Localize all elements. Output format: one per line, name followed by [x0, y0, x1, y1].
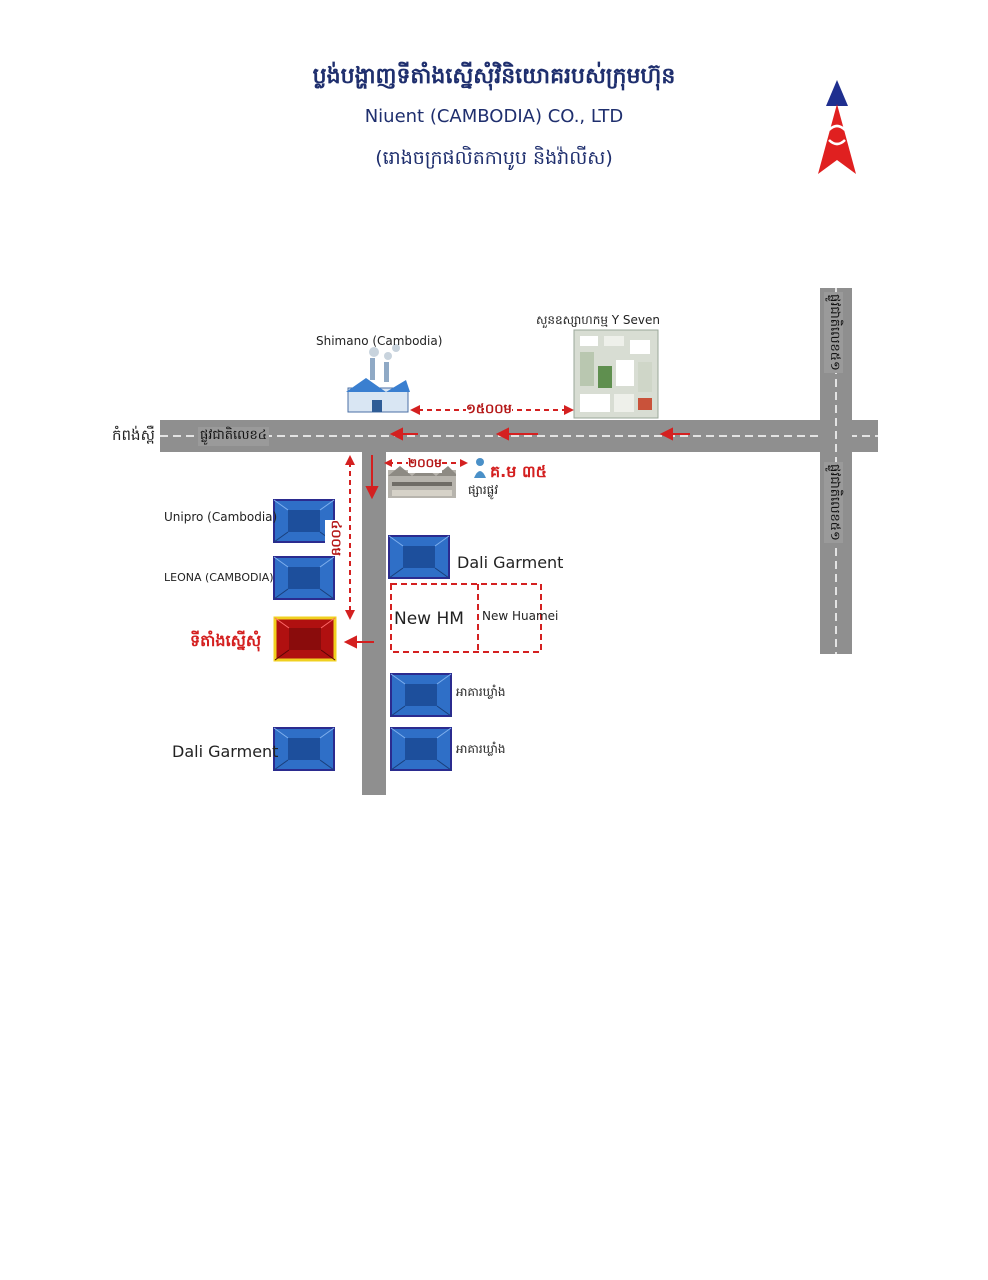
dali-garment-right-label: Dali Garment	[457, 553, 564, 572]
company-name: Niuent (CAMBODIA) CO., LTD	[364, 106, 624, 127]
km-marker-label: គ.ម ៣៥	[490, 462, 547, 481]
factory-icon	[346, 344, 410, 413]
distance-market: ២០០ម	[408, 455, 442, 473]
new-huamei-label: New Huamei	[482, 609, 559, 623]
warehouse-1-label: អាគារឃ្លាំង	[456, 685, 506, 699]
warehouse-2-label: អាគារឃ្លាំង	[456, 742, 506, 756]
new-hm-label: New HM	[394, 609, 464, 629]
east-road-bottom-label: ផ្លូវជាតិលេខ៥១	[824, 462, 843, 572]
east-road-top-label: ផ្លូវជាតិលេខ៥១	[824, 292, 843, 410]
person-marker-icon	[474, 458, 486, 478]
market-label: ផ្សារផ្លូវ	[468, 483, 499, 497]
unipro-label: Unipro (Cambodia)	[164, 510, 278, 524]
dali-garment-left-label: Dali Garment	[172, 742, 279, 761]
new-hm-zone	[390, 583, 542, 653]
requested-site-icon	[273, 616, 337, 662]
building-icons	[273, 499, 452, 771]
main-road-label: ផ្លូវជាតិលេខ៤	[198, 427, 269, 446]
west-destination-label: កំពង់ស្ពឺ	[112, 426, 155, 444]
leona-label: LEONA (CAMBODIA)	[164, 571, 274, 584]
y-seven-park-image	[573, 329, 659, 419]
north-arrow-icon	[818, 80, 856, 174]
y-seven-label: សួនឧស្សាហកម្ម Y Seven	[536, 313, 661, 327]
distance-main-road: ១៥០០ម	[466, 401, 512, 420]
map-title: ប្លង់បង្ហាញទីតាំងស្នើសុំវិនិយោគរបស់ក្រុម…	[312, 64, 676, 89]
side-road	[362, 450, 386, 795]
map-subtitle: (រោងចក្រផលិតកាបូប និងវ៉ាលីស)	[375, 147, 613, 169]
shimano-label: Shimano (Cambodia)	[316, 334, 443, 348]
distance-side-road: ៤០០ម	[325, 520, 364, 600]
traffic-arrows	[343, 427, 690, 649]
requested-site-label: ទីតាំងស្នើសុំ	[190, 631, 262, 650]
